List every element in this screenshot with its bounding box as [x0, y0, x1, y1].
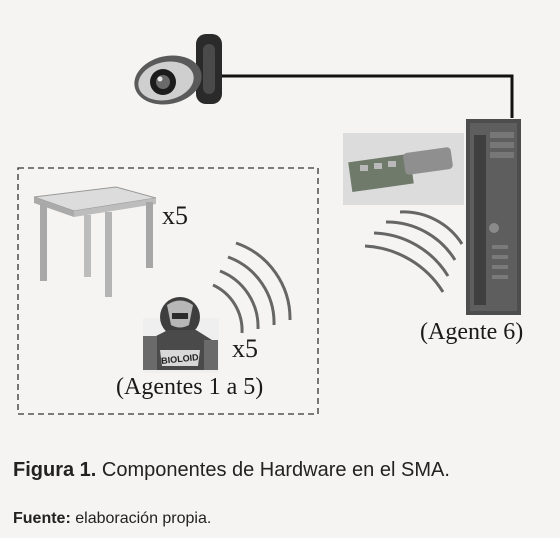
source-caption-prefix: Fuente: [13, 510, 71, 527]
figure-caption-text: Componentes de Hardware en el SMA. [101, 459, 450, 481]
usb-transceiver-photo [343, 133, 464, 205]
figure-caption-prefix: Figura 1. [13, 459, 97, 481]
pc-tower [466, 119, 521, 315]
figure-caption: Figura 1. Componentes de Hardware en el … [13, 459, 450, 482]
pc-agent-label: (Agente 6) [420, 319, 524, 345]
table-icon [33, 186, 157, 297]
agents-group-box [17, 167, 319, 415]
table-count-label: x5 [162, 201, 188, 230]
webcam-icon [134, 34, 222, 105]
agents-group-label: (Agentes 1 a 5) [116, 374, 264, 400]
usb-cable [222, 74, 514, 118]
pc-signal-arcs-icon [364, 210, 464, 293]
source-caption: Fuente: elaboración propia. [13, 510, 211, 528]
source-caption-text: elaboración propia. [75, 510, 212, 527]
robot-count-label: x5 [232, 334, 258, 363]
robot-signal-arcs-icon [212, 241, 292, 334]
bioloid-robot-icon: BIOLOID [143, 297, 219, 373]
robot-brand-text: BIOLOID [161, 352, 200, 366]
